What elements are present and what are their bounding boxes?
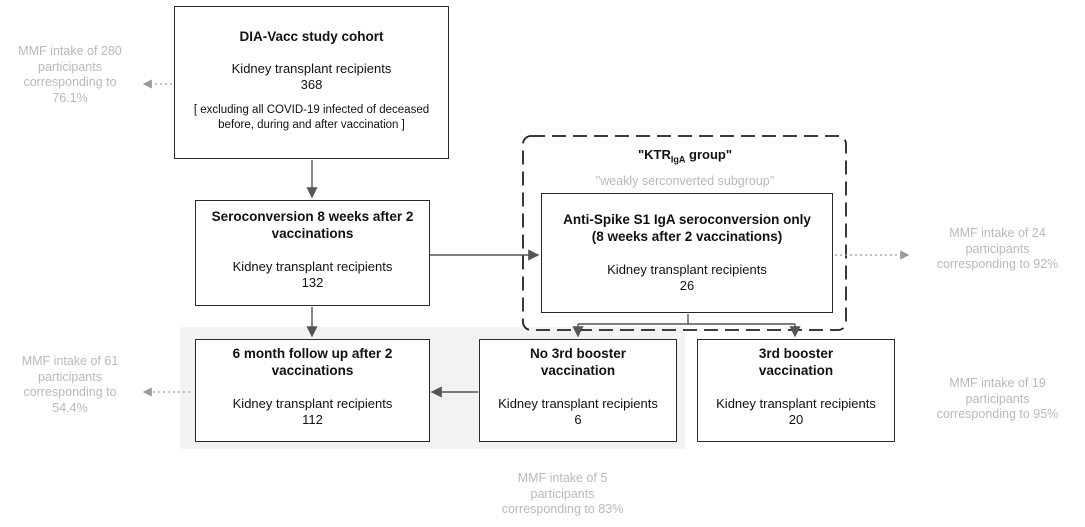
booster-title-2: vaccination — [758, 362, 834, 378]
seroconversion-box: Seroconversion 8 weeks after 2 vaccinati… — [195, 200, 430, 306]
iga-mmf-note: MMF intake of 24 participants correspond… — [915, 226, 1080, 273]
booster-box: 3rd booster vaccination Kidney transplan… — [697, 339, 895, 442]
cohort-box: DIA-Vacc study cohort Kidney transplant … — [174, 6, 449, 159]
booster-mmf-note: MMF intake of 19 participants correspond… — [915, 376, 1080, 423]
iga-count: 26 — [679, 278, 695, 293]
followup-title-1: 6 month follow up after 2 — [232, 346, 393, 361]
group-title-sub: IgA — [670, 154, 686, 165]
no-booster-mmf-line-2: participants — [530, 486, 595, 501]
no-booster-box: No 3rd booster vaccination Kidney transp… — [479, 339, 677, 442]
followup-mmf-note: MMF intake of 61 participants correspond… — [0, 354, 140, 417]
ktr-iga-group-border — [522, 135, 847, 331]
booster-title-1: 3rd booster — [758, 346, 834, 361]
no-booster-mmf-line-3: corresponding to 83% — [501, 502, 624, 517]
seroconversion-label: Kidney transplant recipients — [232, 258, 393, 274]
cohort-mmf-line-2: participants — [38, 59, 102, 74]
cohort-mmf-line-3: corresponding to — [23, 75, 117, 90]
cohort-label: Kidney transplant recipients — [231, 60, 392, 76]
followup-mmf-line-3: corresponding to — [23, 385, 117, 400]
no-booster-label: Kidney transplant recipients — [498, 395, 658, 411]
no-booster-count: 6 — [574, 412, 582, 427]
seroconversion-title-2: vaccinations — [271, 225, 354, 241]
booster-count: 20 — [788, 412, 804, 427]
arrow-iga-split — [578, 314, 795, 325]
followup-mmf-line-2: participants — [38, 369, 102, 384]
iga-mmf-line-1: MMF intake of 24 — [949, 226, 1046, 240]
group-title-end: group" — [685, 147, 732, 162]
iga-mmf-line-3: corresponding to 92% — [936, 257, 1059, 272]
booster-mmf-line-2: participants — [965, 391, 1030, 406]
followup-mmf-line-1: MMF intake of 61 — [21, 354, 119, 368]
cohort-title: DIA-Vacc study cohort — [239, 29, 384, 44]
iga-mmf-line-2: participants — [965, 241, 1030, 256]
followup-box: 6 month follow up after 2 vaccinations K… — [195, 339, 430, 442]
ktr-iga-group-title: "KTRIgA group" — [560, 147, 810, 165]
no-booster-mmf-note: MMF intake of 5 participants correspondi… — [480, 471, 645, 518]
cohort-count: 368 — [300, 77, 323, 93]
no-booster-mmf-line-1: MMF intake of 5 — [517, 471, 608, 485]
followup-title-2: vaccinations — [271, 362, 354, 378]
followup-label: Kidney transplant recipients — [232, 395, 393, 411]
seroconversion-count: 132 — [301, 275, 324, 290]
no-booster-title-2: vaccination — [540, 362, 616, 378]
weakly-seroconverted-subtitle: "weakly serconverted subgroup" — [595, 174, 775, 188]
iga-title-2: (8 weeks after 2 vaccinations) — [591, 228, 783, 244]
iga-only-box: Anti-Spike S1 IgA seroconversion only (8… — [541, 193, 833, 313]
cohort-mmf-line-4: 76.1% — [52, 90, 88, 105]
cohort-mmf-line-1: MMF intake of 280 — [18, 44, 122, 58]
booster-mmf-line-1: MMF intake of 19 — [949, 376, 1046, 390]
cohort-note-2: before, during and after vaccination ] — [218, 118, 405, 131]
no-booster-title-1: No 3rd booster — [529, 346, 626, 361]
iga-title-1: Anti-Spike S1 IgA seroconversion only — [563, 212, 811, 227]
cohort-note-1: [ excluding all COVID-19 infected of dec… — [193, 104, 430, 117]
seroconversion-title-1: Seroconversion 8 weeks after 2 — [211, 209, 414, 224]
followup-mmf-line-4: 54.4% — [52, 400, 88, 415]
group-title-main: "KTR — [638, 147, 671, 162]
followup-count: 112 — [302, 412, 323, 427]
cohort-mmf-note: MMF intake of 280 participants correspon… — [0, 44, 140, 107]
iga-label: Kidney transplant recipients — [607, 261, 767, 277]
booster-label: Kidney transplant recipients — [716, 395, 876, 411]
booster-mmf-line-3: corresponding to 95% — [936, 407, 1059, 422]
